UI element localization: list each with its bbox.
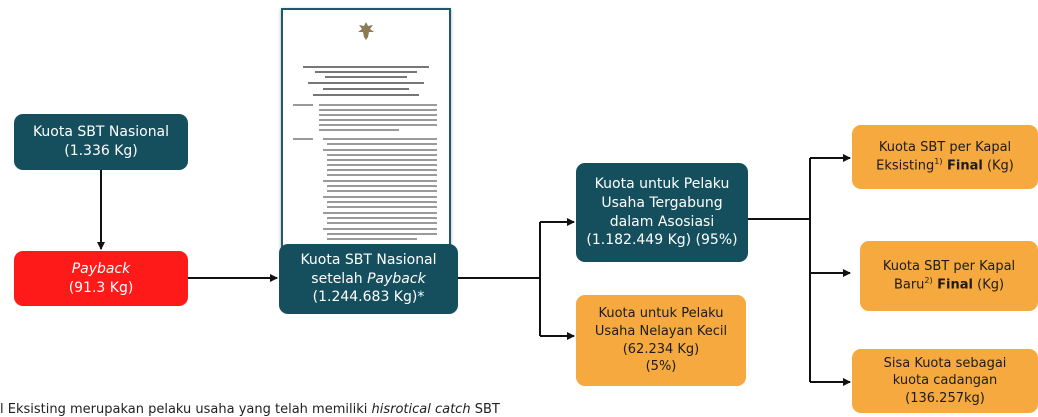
node-kuota-cadangan-value: (136.257kg): [905, 390, 985, 406]
node-kuota-cadangan-line1: Sisa Kuota sebagai: [883, 355, 1007, 371]
node-kapal-baru-line1: Kuota SBT per Kapal: [882, 259, 1016, 275]
node-kuota-cadangan-line2: kuota cadangan: [892, 373, 998, 389]
node-nelayan-kecil-line1: Kuota untuk Pelaku: [598, 306, 724, 322]
node-payback-value: (91.3 Kg): [68, 279, 134, 296]
node-nelayan-kecil-percent: (5%): [645, 359, 677, 375]
node-payback-title: Payback: [71, 260, 131, 277]
footnote-text: l Eksisting merupakan pelaku usaha yang …: [0, 402, 500, 417]
node-setelah-payback-title: Kuota SBT Nasional: [300, 251, 437, 268]
node-asosiasi-line1: Kuota untuk Pelaku: [594, 175, 730, 192]
node-asosiasi: Kuota untuk Pelaku Usaha Tergabung dalam…: [576, 163, 748, 262]
node-kapal-eksisting-line1: Kuota SBT per Kapal: [878, 140, 1012, 156]
node-kapal-baru: Kuota SBT per Kapal Baru2) Final (Kg): [860, 241, 1038, 311]
node-payback: Payback (91.3 Kg): [14, 251, 188, 306]
node-setelah-payback-subtitle: setelah Payback: [311, 270, 426, 287]
node-nelayan-kecil-line2: Usaha Nelayan Kecil: [594, 323, 728, 339]
node-nelayan-kecil: Kuota untuk Pelaku Usaha Nelayan Kecil (…: [576, 295, 746, 386]
node-asosiasi-line3: dalam Asosiasi: [609, 213, 715, 230]
node-kuota-nasional-value: (1.336 Kg): [64, 143, 138, 159]
node-asosiasi-value: (1.182.449 Kg) (95%): [586, 232, 738, 249]
node-kapal-eksisting: Kuota SBT per Kapal Eksisting1) Final (K…: [852, 125, 1038, 189]
node-kuota-cadangan: Sisa Kuota sebagai kuota cadangan (136.2…: [852, 349, 1038, 413]
node-setelah-payback-value: (1.244.683 Kg)*: [312, 289, 425, 306]
node-kapal-eksisting-line2: Eksisting1) Final (Kg): [876, 156, 1014, 174]
garuda-emblem-icon: [358, 22, 374, 40]
decree-document-thumbnail: [281, 8, 451, 262]
node-setelah-payback: Kuota SBT Nasional setelah Payback (1.24…: [279, 244, 458, 314]
node-kapal-baru-line2: Baru2) Final (Kg): [893, 275, 1005, 293]
node-asosiasi-line2: Usaha Tergabung: [601, 194, 723, 211]
node-nelayan-kecil-value: (62.234 Kg): [622, 341, 700, 357]
node-kuota-nasional: Kuota SBT Nasional (1.336 Kg): [14, 114, 188, 170]
node-kuota-nasional-title: Kuota SBT Nasional: [32, 124, 170, 141]
